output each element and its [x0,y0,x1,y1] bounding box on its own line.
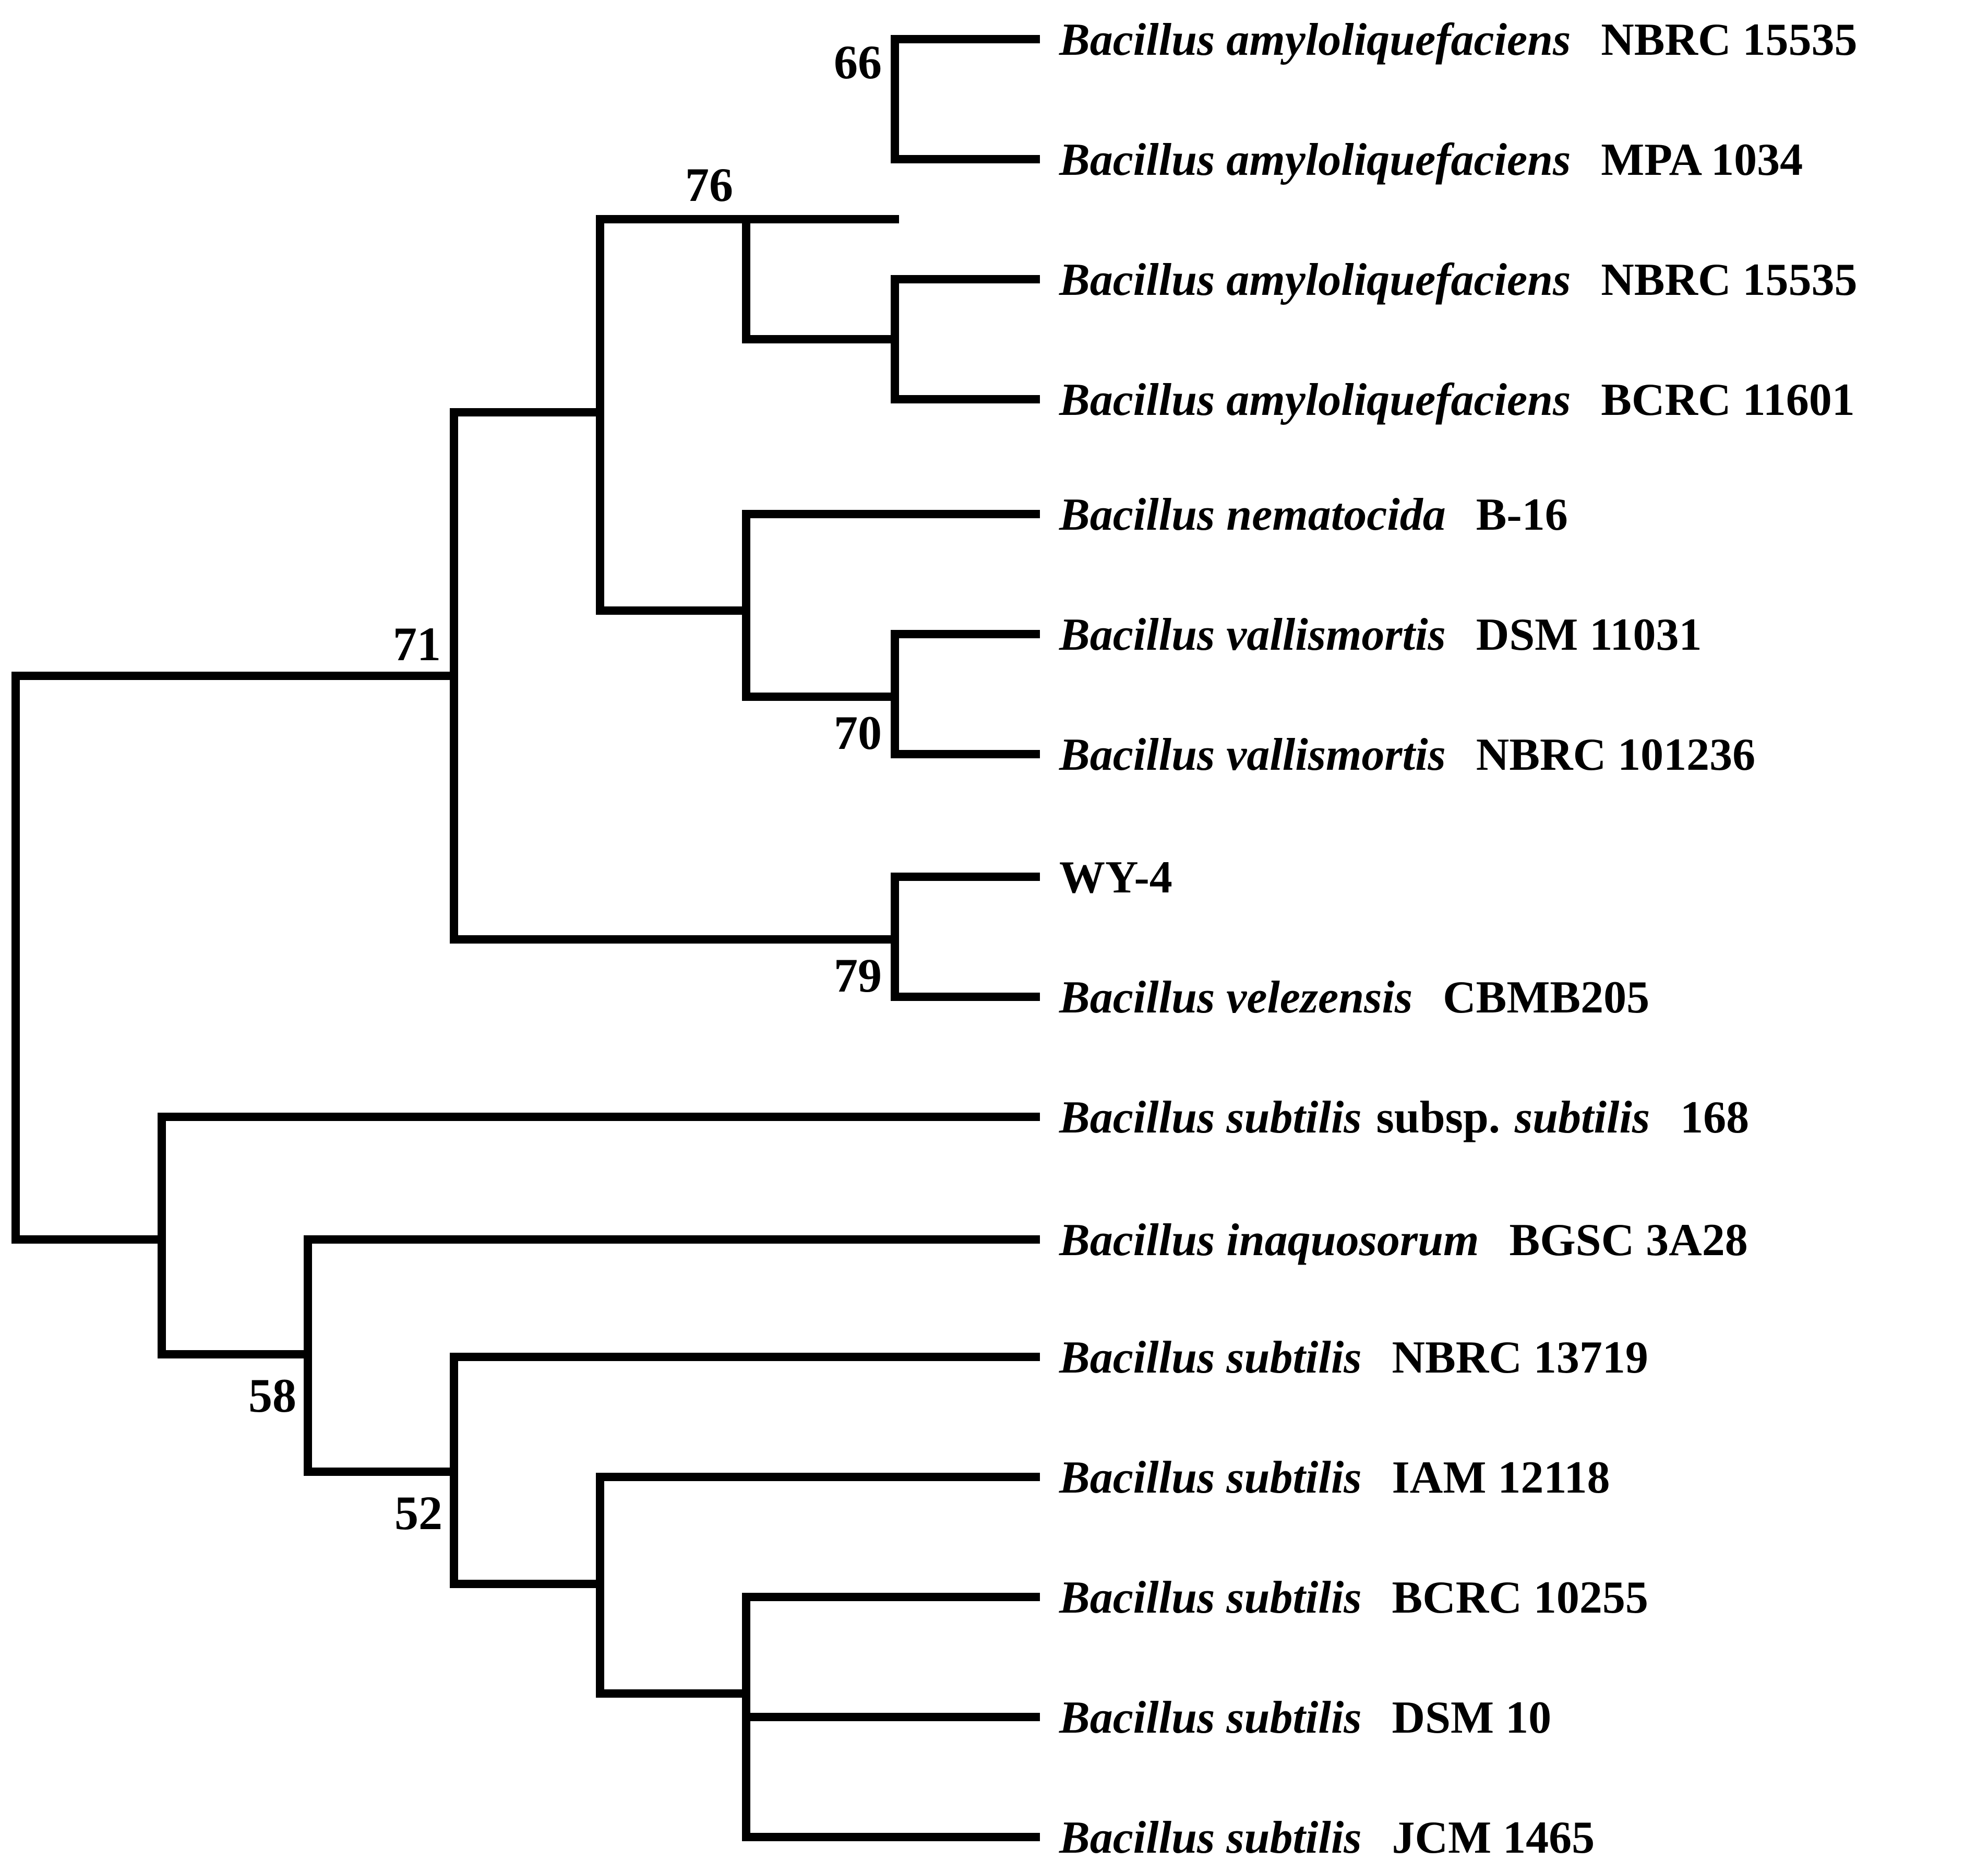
bootstrap-value: 76 [685,158,733,211]
species-name: Bacillus nematocida [1059,490,1446,540]
strain-name: IAM 12118 [1392,1452,1610,1503]
taxon-label: Bacillus subtilis IAM 12118 [1059,1452,1610,1503]
bootstrap-value: 58 [248,1369,296,1422]
strain-name: DSM 10 [1392,1692,1552,1743]
species-name: Bacillus vallismortis [1059,730,1446,780]
taxon-label: Bacillus amyloliquefaciens NBRC 15535 [1059,255,1858,305]
strain-name: BGSC 3A28 [1510,1215,1748,1266]
strain-name: NBRC 15535 [1601,255,1857,305]
species-name: Bacillus subtilis [1059,1692,1362,1743]
strain-name: DSM 11031 [1476,610,1702,660]
strain-name: NBRC 101236 [1476,730,1755,780]
subspecies-name: subtilis [1514,1092,1650,1143]
species-name: Bacillus amyloliquefaciens [1059,375,1571,425]
strain-name: BCRC 11601 [1601,375,1855,425]
strain-name: MPA 1034 [1601,135,1803,185]
taxon-label: Bacillus velezensis CBMB205 [1059,972,1649,1023]
bootstrap-value: 52 [394,1486,442,1540]
bootstrap-value: 79 [834,949,882,1002]
species-name: Bacillus inaquosorum [1059,1215,1479,1266]
tree-branches [11,35,1040,1841]
taxon-label: Bacillus amyloliquefaciens NBRC 15535 [1059,15,1858,65]
species-name: Bacillus subtilis [1059,1452,1362,1503]
subspecies-marker: subsp. [1376,1092,1500,1143]
bootstrap-value: 70 [834,706,882,759]
taxon-label: Bacillus amyloliquefaciens MPA 1034 [1059,135,1803,185]
bootstrap-labels: 66 76 71 70 79 58 52 [248,35,882,1540]
species-name: Bacillus vallismortis [1059,610,1446,660]
taxon-label: Bacillus subtilis BCRC 10255 [1059,1572,1648,1623]
species-name: Bacillus subtilis [1059,1332,1362,1383]
strain-name: 168 [1680,1092,1749,1143]
strain-name: NBRC 15535 [1601,15,1857,65]
strain-name: BCRC 10255 [1392,1572,1648,1623]
strain-name: NBRC 13719 [1392,1332,1648,1383]
taxon-label: WY-4 [1059,852,1172,903]
species-name: Bacillus velezensis [1059,972,1412,1023]
species-name: Bacillus amyloliquefaciens [1059,255,1571,305]
taxon-label: Bacillus vallismortis DSM 11031 [1059,610,1702,660]
species-name: Bacillus subtilis [1059,1572,1362,1623]
taxon-label: Bacillus subtilis subsp. subtilis 168 [1059,1092,1749,1143]
strain-name: B-16 [1476,490,1568,540]
strain-name: JCM 1465 [1392,1813,1595,1863]
species-name: Bacillus subtilis [1059,1092,1362,1143]
taxon-label: Bacillus subtilis NBRC 13719 [1059,1332,1648,1383]
taxon-label: Bacillus subtilis DSM 10 [1059,1692,1551,1743]
species-name: Bacillus subtilis [1059,1813,1362,1863]
species-name: Bacillus amyloliquefaciens [1059,15,1571,65]
taxon-label: Bacillus inaquosorum BGSC 3A28 [1059,1215,1748,1266]
taxon-label: Bacillus nematocida B-16 [1059,490,1568,540]
bootstrap-value: 66 [834,35,882,89]
taxon-label: Bacillus amyloliquefaciens BCRC 11601 [1059,375,1855,425]
taxon-label: Bacillus subtilis JCM 1465 [1059,1813,1595,1863]
strain-name: WY-4 [1059,852,1172,903]
taxon-label: Bacillus vallismortis NBRC 101236 [1059,730,1755,780]
species-name: Bacillus amyloliquefaciens [1059,135,1571,185]
strain-name: CBMB205 [1443,972,1649,1023]
bootstrap-value: 71 [393,617,441,671]
